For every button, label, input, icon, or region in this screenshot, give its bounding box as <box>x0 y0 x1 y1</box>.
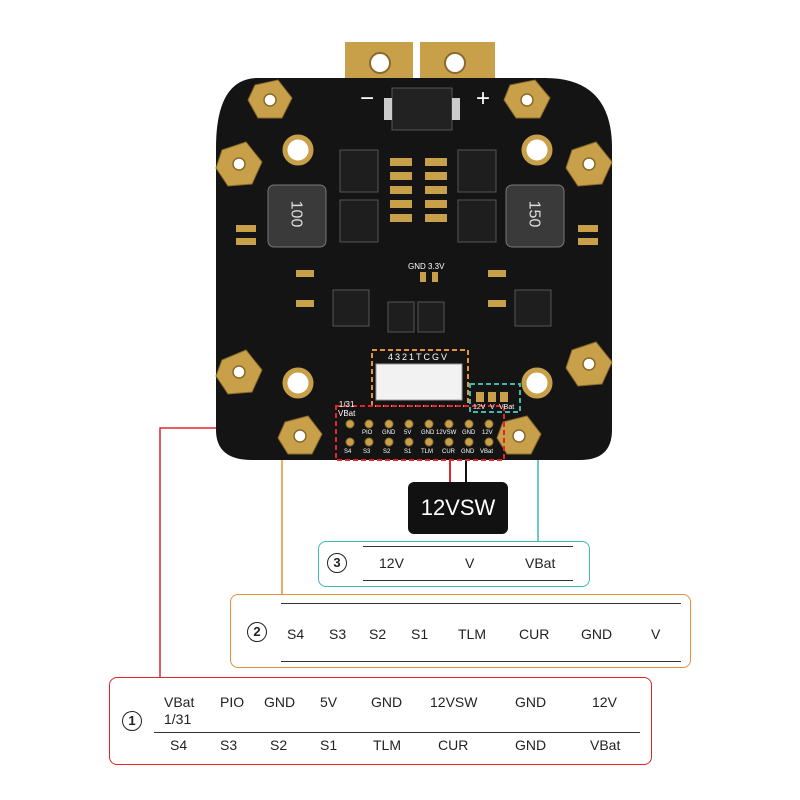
jst-connector <box>375 363 463 401</box>
header-bottom-0: S4 <box>344 449 352 455</box>
jumper-label-0: 12V <box>473 404 486 411</box>
legend-1-number: 1 <box>122 711 142 731</box>
header-bottom-5: CUR <box>442 449 455 455</box>
legend-3-cell-1: V <box>465 555 475 571</box>
legend-1-row1-cell-4: GND <box>371 694 403 710</box>
legend-2-cell-3: S1 <box>411 626 429 642</box>
legend-2-box: 2 S4 S3 S2 S1 TLM CUR GND V <box>230 594 691 668</box>
legend-2-cell-5: CUR <box>519 626 550 642</box>
header-top-5: GND <box>462 430 476 436</box>
legend-1-row2-cell-1: S3 <box>220 737 238 753</box>
legend-2-number: 2 <box>247 622 267 642</box>
legend-2-cell-1: S3 <box>329 626 347 642</box>
header-bottom-3: S1 <box>404 449 412 455</box>
legend-2-cell-4: TLM <box>458 626 486 642</box>
12vsw-callout: 12VSW <box>408 482 508 534</box>
inductor-left <box>267 184 327 248</box>
header-top-3: GND <box>421 430 435 436</box>
inductor-right-label: 150 <box>525 200 543 228</box>
legend-1-box: 1 VBat 1/31 PIO GND 5V GND 12VSW GND 12V… <box>109 677 652 765</box>
legend-1-row1-cell-3: 5V <box>320 694 338 710</box>
legend-1-row2-cell-3: S1 <box>320 737 338 753</box>
legend-1-row1-cell-7: 12V <box>592 694 617 710</box>
legend-1-row2-cell-6: GND <box>515 737 547 753</box>
jumper-highlight <box>469 383 521 413</box>
header-bottom-2: S2 <box>383 449 391 455</box>
plus-mark: + <box>476 85 490 112</box>
header-bottom-6: GND <box>461 449 475 455</box>
legend-1-row1-cell-0: VBat 1/31 <box>164 694 195 727</box>
vbat-jumper-label: 1/31 VBat <box>338 400 356 418</box>
header-bottom-4: TLM <box>421 449 433 455</box>
connector-label: 4321TCGV <box>388 352 450 362</box>
legend-1-row1-cell-2: GND <box>264 694 296 710</box>
header-top-6: 12V <box>482 430 493 436</box>
gnd-3v3-label: GND 3.3V <box>408 262 445 271</box>
legend-2-cell-0: S4 <box>287 626 305 642</box>
legend-1-row2-cell-7: VBat <box>590 737 621 753</box>
legend-1-row2-cell-5: CUR <box>438 737 469 753</box>
legend-1-row1-cell-5: 12VSW <box>430 694 478 710</box>
legend-1-row2-cell-2: S2 <box>270 737 288 753</box>
legend-3-cell-0: 12V <box>379 555 404 571</box>
legend-1-row2-cell-0: S4 <box>170 737 188 753</box>
jumper-label-2: VBat <box>499 404 515 411</box>
inductor-left-label: 100 <box>287 200 305 228</box>
legend-2-cell-7: V <box>651 626 661 642</box>
board-body <box>216 78 612 460</box>
header-bottom-1: S3 <box>363 449 371 455</box>
jumper-label-1: V <box>490 404 495 411</box>
header-top-0: PIO <box>362 430 373 436</box>
legend-2-cell-6: GND <box>581 626 613 642</box>
legend-2-cell-2: S2 <box>369 626 387 642</box>
legend-1-row1-cell-6: GND <box>515 694 547 710</box>
legend-1-row2-cell-4: TLM <box>373 737 401 753</box>
header-top-2: 5V <box>404 430 412 436</box>
legend-3-cell-2: VBat <box>525 555 556 571</box>
header-bottom-7: VBat <box>480 449 494 455</box>
header-highlight <box>335 405 505 461</box>
minus-mark: − <box>360 85 374 112</box>
legend-3-number: 3 <box>327 553 347 573</box>
inductor-right <box>505 184 565 248</box>
header-top-4: 12VSW <box>436 430 457 436</box>
header-top-1: GND <box>382 430 396 436</box>
legend-3-box: 3 12V V VBat <box>318 541 590 587</box>
legend-1-row1-cell-1: PIO <box>220 694 245 710</box>
